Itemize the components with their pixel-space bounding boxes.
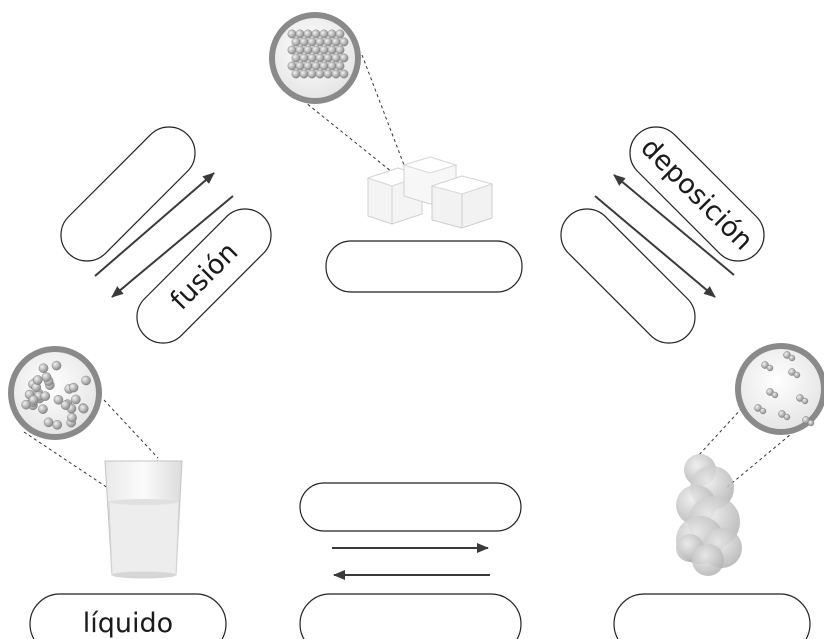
particle bbox=[71, 395, 80, 404]
particle bbox=[316, 70, 324, 78]
ice-cubes-illustration bbox=[368, 157, 492, 228]
particle bbox=[29, 395, 38, 404]
particle bbox=[38, 405, 47, 414]
particle bbox=[328, 62, 336, 70]
particle bbox=[304, 62, 312, 70]
particle bbox=[41, 392, 50, 401]
liquido-label: líquido bbox=[83, 608, 173, 639]
particle bbox=[44, 418, 53, 427]
particle bbox=[760, 408, 766, 414]
solid-state-label-box[interactable] bbox=[326, 241, 522, 292]
smoke-puff bbox=[692, 544, 724, 576]
particle bbox=[789, 355, 795, 361]
particle bbox=[324, 38, 332, 46]
particle bbox=[296, 30, 304, 38]
particle bbox=[332, 38, 340, 46]
particle bbox=[312, 62, 320, 70]
gas-magnifier bbox=[698, 343, 824, 488]
particle bbox=[340, 54, 348, 62]
particle bbox=[802, 398, 808, 404]
particle bbox=[794, 372, 800, 378]
particle bbox=[320, 62, 328, 70]
solid-magnifier bbox=[269, 12, 404, 172]
particle bbox=[33, 375, 42, 384]
particle bbox=[320, 30, 328, 38]
particle bbox=[81, 376, 90, 385]
particle bbox=[296, 62, 304, 70]
fusion-label-box[interactable]: fusión bbox=[126, 198, 282, 354]
particle bbox=[340, 38, 348, 46]
particle bbox=[324, 54, 332, 62]
particle bbox=[79, 404, 88, 413]
particle bbox=[304, 30, 312, 38]
particle bbox=[300, 54, 308, 62]
particle bbox=[61, 401, 70, 410]
evaporation-label-box[interactable] bbox=[300, 483, 521, 531]
particle bbox=[312, 46, 320, 54]
particle bbox=[340, 70, 348, 78]
particle bbox=[316, 54, 324, 62]
particle bbox=[328, 46, 336, 54]
particle bbox=[300, 38, 308, 46]
particle bbox=[42, 373, 51, 382]
particle bbox=[332, 54, 340, 62]
particle bbox=[292, 38, 300, 46]
particle bbox=[332, 70, 340, 78]
particle bbox=[292, 54, 300, 62]
particle bbox=[784, 414, 790, 420]
particle bbox=[296, 46, 304, 54]
particle bbox=[312, 30, 320, 38]
particle bbox=[308, 54, 316, 62]
vapor-cloud-illustration bbox=[676, 454, 742, 576]
deposition-label-box[interactable]: deposición bbox=[619, 116, 775, 272]
particle bbox=[67, 413, 76, 422]
particle bbox=[328, 30, 336, 38]
particle bbox=[39, 364, 48, 373]
particle bbox=[308, 38, 316, 46]
particle bbox=[308, 70, 316, 78]
particle bbox=[320, 46, 328, 54]
particle bbox=[52, 361, 61, 370]
particle bbox=[292, 70, 300, 78]
particle bbox=[336, 62, 344, 70]
particle bbox=[808, 420, 814, 426]
sublimation-label-box[interactable] bbox=[550, 198, 706, 354]
particle bbox=[767, 365, 773, 371]
gas-state-label-box[interactable] bbox=[614, 594, 810, 639]
particle bbox=[304, 46, 312, 54]
particle bbox=[69, 383, 78, 392]
condensation-label-box[interactable] bbox=[300, 594, 521, 639]
glass-of-water-illustration bbox=[105, 461, 182, 579]
particle bbox=[324, 70, 332, 78]
particle bbox=[288, 62, 296, 70]
deposicion-label: deposición bbox=[634, 132, 758, 256]
particle bbox=[336, 30, 344, 38]
particle bbox=[288, 46, 296, 54]
liquid-label-box[interactable]: líquido bbox=[30, 594, 226, 639]
particle bbox=[300, 70, 308, 78]
particle bbox=[316, 38, 324, 46]
particle bbox=[288, 30, 296, 38]
particle bbox=[336, 46, 344, 54]
particle bbox=[772, 392, 778, 398]
particle bbox=[53, 420, 62, 429]
